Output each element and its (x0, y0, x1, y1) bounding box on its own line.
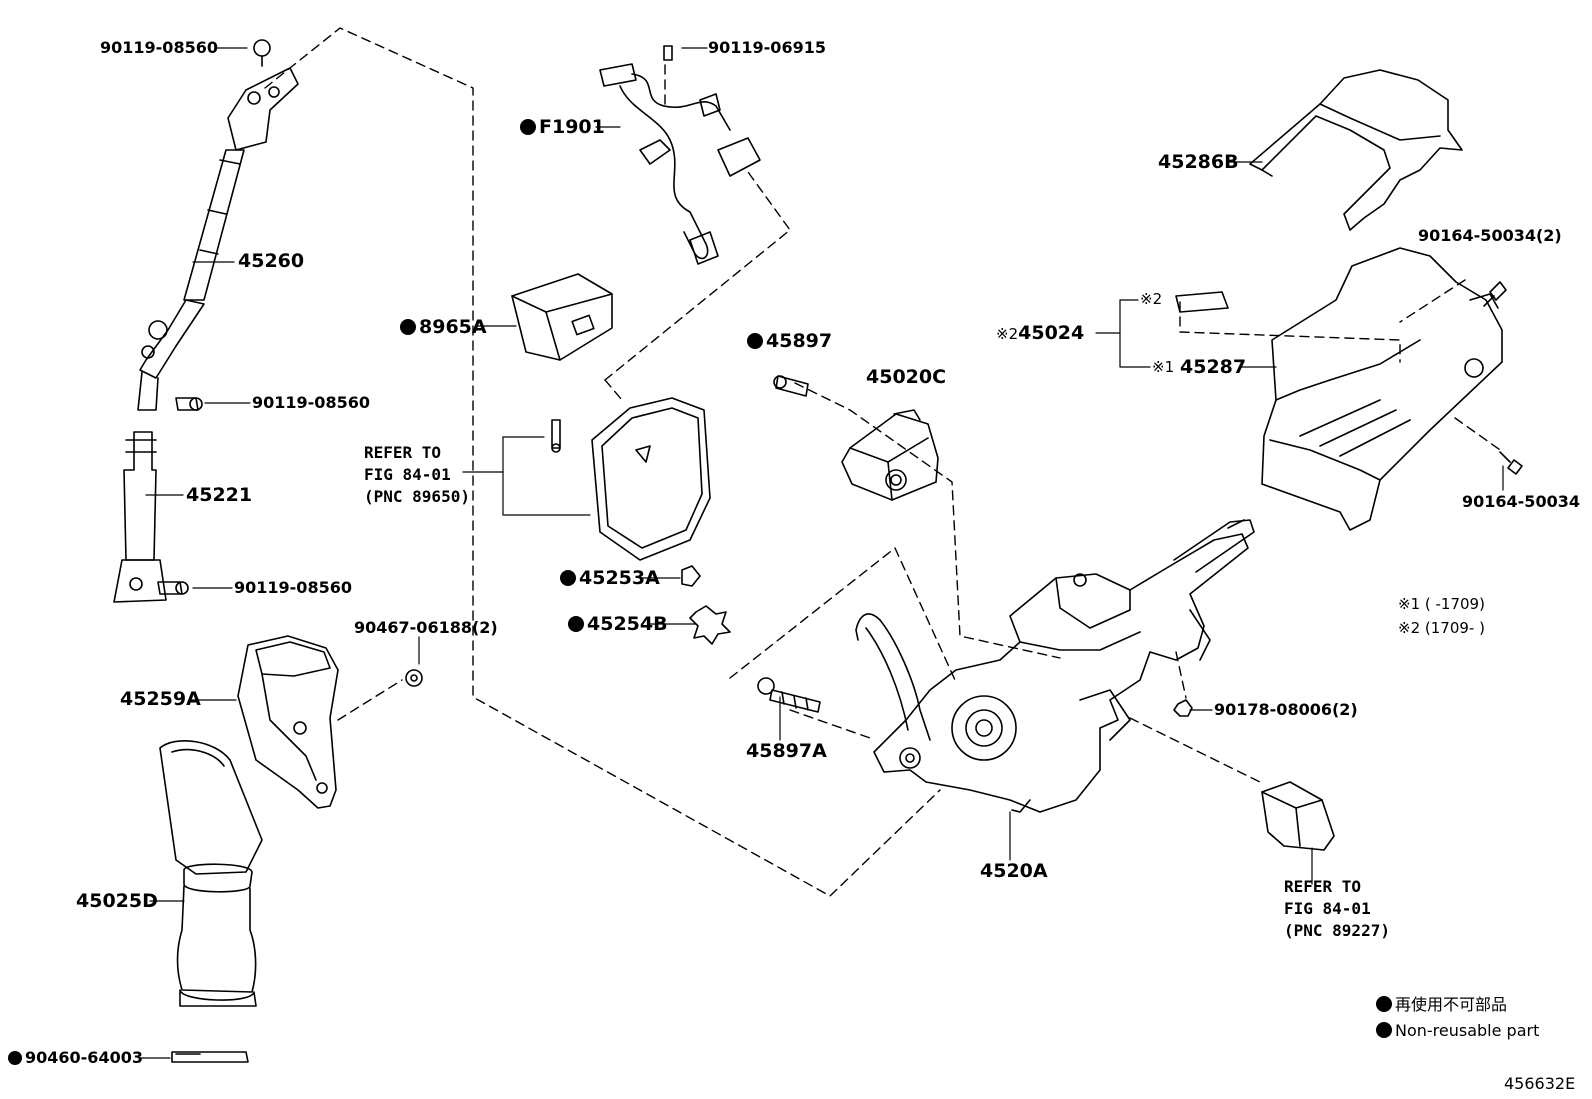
note-range-1: ※1 ( -1709) (1398, 595, 1485, 613)
non-reusable-dot-icon (560, 570, 576, 586)
label-45253A-text: 45253A (579, 567, 660, 589)
cover-45259A (237, 635, 339, 809)
non-reusable-dot-icon (568, 616, 584, 632)
upper-cover-45286B (1249, 69, 1463, 231)
label-45897: 45897 (747, 332, 832, 351)
label-90460-64003: 90460-64003 (8, 1050, 143, 1066)
legend-english-text: Non-reusable part (1395, 1021, 1540, 1040)
label-45221: 45221 (186, 484, 253, 506)
label-8965A-text: 8965A (419, 316, 487, 338)
connector-89227 (1261, 781, 1335, 851)
label-45259A: 45259A (120, 688, 201, 710)
module-8965A (511, 273, 613, 361)
label-45286B: 45286B (1158, 151, 1239, 173)
clip-45253A (681, 565, 701, 587)
label-45287: 45287 (1180, 356, 1247, 378)
label-90178-08006-2: 90178-08006(2) (1214, 700, 1358, 719)
intermediate-shaft-45260 (137, 39, 299, 411)
bolts-90119 (157, 397, 203, 595)
refer-to-fig-89227: REFER TO FIG 84-01 (PNC 89227) (1284, 877, 1390, 940)
clip-45254B (689, 605, 731, 645)
lock-45020C (841, 409, 939, 501)
label-45897-text: 45897 (766, 330, 833, 352)
label-4520A: 4520A (980, 860, 1048, 882)
nut-90467-06188 (405, 669, 423, 687)
boot-45025D (159, 740, 263, 1007)
legend-english: Non-reusable part (1376, 1022, 1539, 1039)
label-45025D: 45025D (76, 890, 158, 912)
legend-japanese-text: 再使用不可部品 (1395, 995, 1508, 1014)
label-90164-50034-2: 90164-50034(2) (1418, 226, 1562, 245)
cover-panel-center (551, 397, 711, 561)
nut-90178-08006 (1173, 699, 1193, 717)
label-F1901: F1901 (520, 118, 605, 137)
note-mark-2: ※2 (1140, 290, 1163, 308)
legend-japanese: 再使用不可部品 (1376, 996, 1507, 1013)
assembly-dashed-lines (264, 27, 1504, 897)
note-mark-1: ※1 (1152, 358, 1175, 376)
non-reusable-dot-icon (747, 333, 763, 349)
bolt-45897A (757, 677, 821, 713)
label-90460-64003-text: 90460-64003 (25, 1048, 143, 1067)
pin-90460-64003 (171, 1051, 249, 1063)
label-90164-50034: 90164-50034 (1462, 492, 1580, 511)
non-reusable-dot-icon (400, 319, 416, 335)
label-8965A: 8965A (400, 318, 487, 337)
label-90119-08560-top: 90119-08560 (100, 38, 218, 57)
non-reusable-dot-icon (1376, 1022, 1392, 1038)
non-reusable-dot-icon (1376, 996, 1392, 1012)
label-45020C: 45020C (866, 366, 947, 388)
label-90119-08560-low: 90119-08560 (234, 578, 352, 597)
label-90119-08560-mid: 90119-08560 (252, 393, 370, 412)
steering-column-4520A (855, 519, 1255, 813)
label-45254B: 45254B (568, 615, 668, 634)
label-90119-06915: 90119-06915 (708, 38, 826, 57)
note-range-2: ※2 (1709- ) (1398, 619, 1485, 637)
label-45253A: 45253A (560, 569, 660, 588)
label-45024-mark: ※2 (996, 325, 1019, 343)
label-F1901-text: F1901 (539, 116, 605, 138)
non-reusable-dot-icon (8, 1051, 22, 1065)
wire-harness-F1901 (599, 45, 761, 265)
screws-90164 (1483, 281, 1523, 475)
label-45254B-text: 45254B (587, 613, 668, 635)
label-45024-text: 45024 (1018, 322, 1085, 344)
label-90467-06188-2: 90467-06188(2) (354, 618, 498, 637)
label-45897A: 45897A (746, 740, 827, 762)
lower-cover-45287 (1175, 247, 1503, 531)
label-45024: ※245024 (996, 324, 1084, 343)
bolt-45897 (773, 375, 809, 397)
refer-to-fig-89650: REFER TO FIG 84-01 (PNC 89650) (364, 443, 470, 506)
figure-id: 456632E (1504, 1074, 1576, 1093)
sliding-shaft-45221 (113, 431, 167, 603)
label-45260: 45260 (238, 250, 305, 272)
non-reusable-dot-icon (520, 119, 536, 135)
